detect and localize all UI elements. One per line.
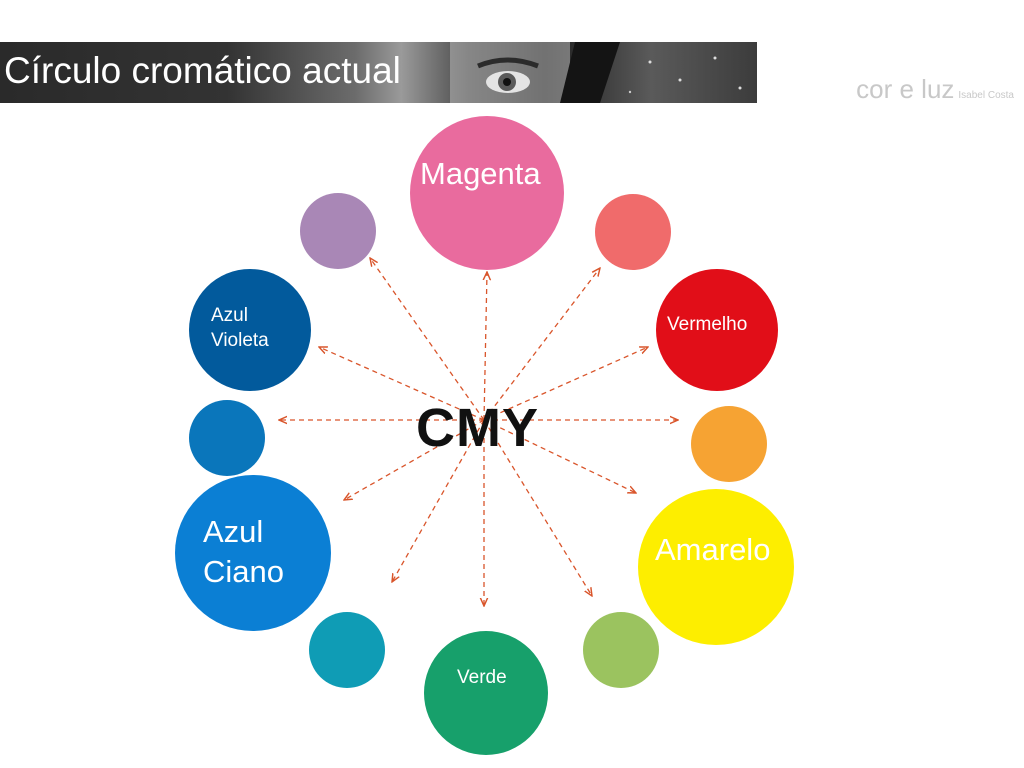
author-name: Isabel Costa <box>958 90 1014 101</box>
circle-label-azul-ciano: Azul Ciano <box>203 514 284 590</box>
color-circle-blue <box>189 400 265 476</box>
color-circle-amarelo <box>638 489 794 645</box>
banner-eye-photo <box>450 42 742 103</box>
color-circle-orange <box>691 406 767 482</box>
color-circle-verde <box>424 631 548 755</box>
circle-label-amarelo: Amarelo <box>655 532 771 567</box>
color-circle-azul-violeta <box>189 269 311 391</box>
arrow-to-violet <box>370 258 485 421</box>
arrow-to-amarelo <box>483 419 636 493</box>
color-circle-azul-ciano <box>175 475 331 631</box>
page-title: Círculo cromático actual <box>4 50 401 91</box>
title-banner: Círculo cromático actual <box>0 42 757 103</box>
arrow-to-yellow-green <box>483 419 592 596</box>
arrow-to-azul-violeta <box>319 347 485 421</box>
arrow-to-teal <box>392 419 485 582</box>
circle-label-verde: Verde <box>457 667 507 688</box>
color-circle-magenta <box>410 116 564 270</box>
color-circle-pink-red <box>595 194 671 270</box>
color-circle-yellow-green <box>583 612 659 688</box>
subtitle-text: cor e luz <box>856 74 955 104</box>
center-label-cmy: CMY <box>416 398 539 458</box>
arrow-to-magenta <box>484 272 487 421</box>
arrow-to-pink-red <box>483 268 600 421</box>
color-circle-vermelho <box>656 269 778 391</box>
color-circle-violet <box>300 193 376 269</box>
circle-label-magenta: Magenta <box>420 156 541 191</box>
circle-label-vermelho: Vermelho <box>667 314 748 335</box>
arrow-to-vermelho <box>483 347 648 421</box>
circle-label-azul-violeta: Azul Violeta <box>211 305 269 351</box>
color-circle-teal <box>309 612 385 688</box>
